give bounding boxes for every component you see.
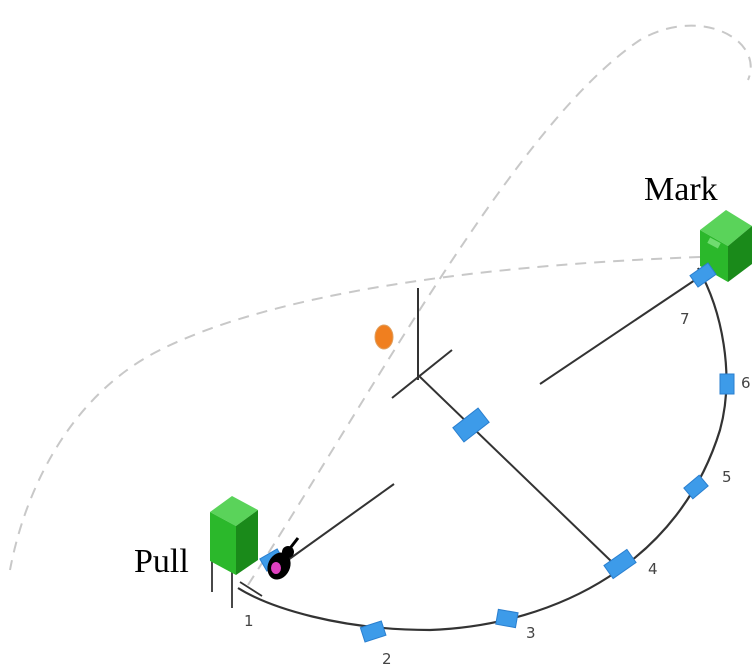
station-marker-2[interactable] [359, 620, 387, 643]
station-marker-6[interactable] [719, 373, 735, 395]
station-marker-7[interactable] [689, 262, 717, 288]
station-number-7: 7 [680, 310, 690, 328]
shooter-icon [267, 537, 300, 580]
station-number-2: 2 [382, 650, 392, 668]
station-marker-5[interactable] [683, 474, 709, 500]
station-marker-8[interactable] [452, 407, 490, 443]
crossing-point [391, 288, 453, 399]
target-path-high [247, 24, 752, 586]
mark-label: Mark [644, 171, 718, 208]
pull-house-icon [210, 496, 258, 575]
station-marker-4[interactable] [603, 548, 637, 580]
station-markers [259, 262, 735, 643]
station-arc [237, 267, 728, 632]
station-number-4: 4 [648, 560, 658, 578]
center-line [417, 374, 613, 563]
base-chord [287, 277, 699, 561]
clay-target-icon [374, 324, 394, 350]
station-number-3: 3 [526, 624, 536, 642]
station-marker-3[interactable] [495, 608, 519, 629]
station-number-1: 1 [244, 612, 254, 630]
station-number-6: 6 [741, 374, 751, 392]
pull-label: Pull [134, 543, 189, 580]
station-number-5: 5 [722, 468, 732, 486]
target-path-low [9, 256, 701, 571]
